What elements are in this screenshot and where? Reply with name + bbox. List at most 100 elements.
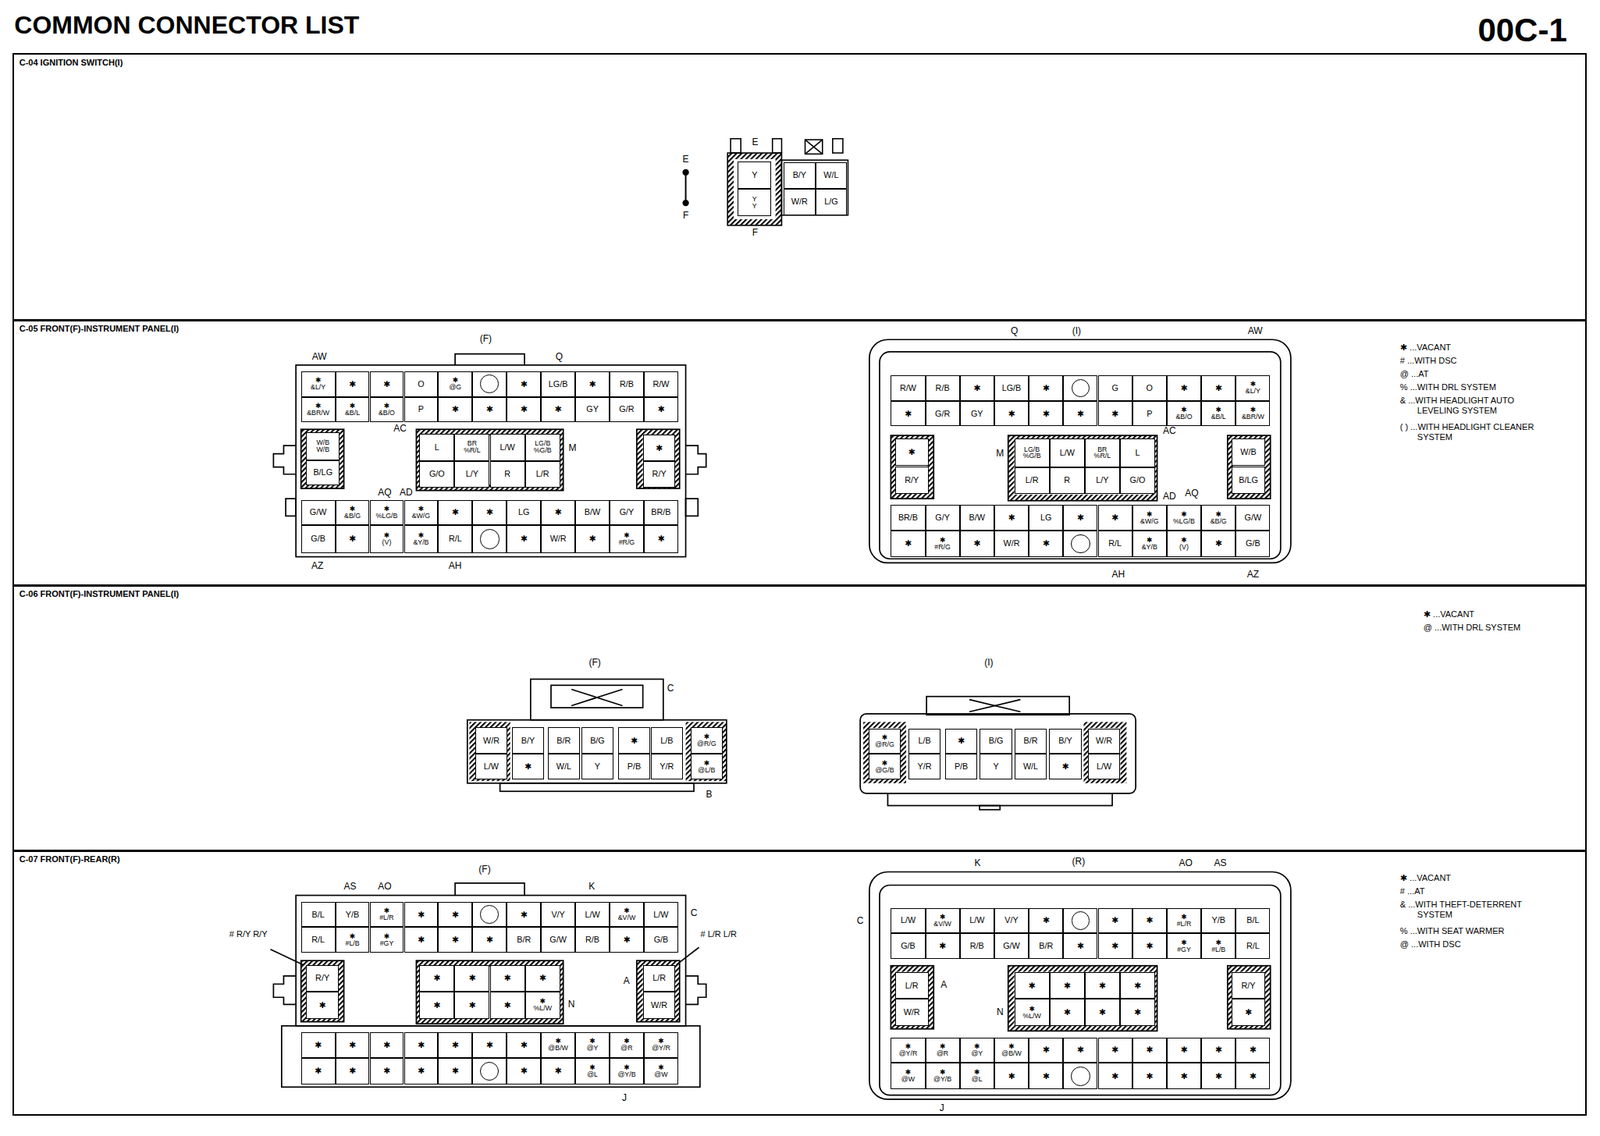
pin-cell: GY — [575, 397, 610, 424]
pin-cell: R/B — [575, 927, 610, 953]
pin-cell: G/O — [419, 461, 455, 488]
pin-cell: ✱ — [1048, 753, 1082, 780]
pin-cell: L/W — [1088, 753, 1121, 780]
pin-cell: ✱ #R/G — [609, 525, 644, 553]
pin-label: ✱ — [302, 1066, 335, 1076]
housing-base — [500, 783, 694, 792]
legend-note: & ...WITH HEADLIGHT AUTO LEVELING SYSTEM — [1400, 395, 1554, 416]
pin-label: ✱ — [896, 448, 928, 457]
callout-label: # R/Y R/Y — [226, 929, 267, 939]
pin-label: ✱ #L/B — [1201, 939, 1235, 954]
pin-cell: ✱ — [575, 525, 610, 553]
cavity-letter: F — [752, 228, 758, 239]
pin-cell: ✱ #R/G — [925, 530, 960, 558]
cavity-letter: E — [682, 155, 690, 166]
pin-label: L/Y — [455, 469, 489, 479]
pin-label: W/B — [1232, 448, 1265, 457]
pin-cell: L — [419, 433, 455, 462]
pin-cell: ✱ — [1166, 1063, 1202, 1090]
pin-label: ✱ #GY — [370, 933, 404, 948]
pin-cell: ✱ %LG/B — [1166, 504, 1202, 531]
pin-cell: ✱ @G — [437, 371, 473, 398]
cavity-letter: N — [568, 999, 576, 1010]
pin-cell: R/B — [925, 375, 960, 402]
pin-label: L/W — [960, 916, 994, 925]
pin-cell: ✱ @G/B — [868, 753, 902, 780]
cavity-letter: K — [974, 859, 981, 870]
pin-cell: B/Y — [1048, 728, 1082, 755]
pin-cell: V/Y — [994, 908, 1029, 935]
connector-panel: C-06 FRONT(F)-INSTRUMENT PANEL(I) — [12, 584, 1587, 853]
frame-outline — [727, 152, 782, 226]
pin-label: ✱ — [644, 534, 678, 544]
pin-cell: ✱ &L/Y — [301, 371, 336, 398]
pin-cell: Y/R — [908, 753, 942, 780]
legend-note: ✱ ...VACANT — [1400, 873, 1554, 884]
pin-cell: Y — [979, 753, 1013, 780]
pin-cell: ✱ @W — [643, 1058, 679, 1085]
frame-outline — [301, 429, 345, 489]
pin-cell: ✱ &B/L — [1201, 401, 1236, 427]
pin-cell: ✱ — [643, 397, 679, 424]
side-tab — [273, 445, 296, 475]
frame-outline — [416, 960, 563, 1024]
pin-label: ✱ — [1167, 384, 1201, 393]
pin-cell: B/R — [1014, 728, 1048, 755]
pin-label: ✱ (V) — [370, 532, 404, 547]
pin-label: ✱ — [1098, 409, 1132, 419]
pin-label: ✱ #L/R — [370, 907, 404, 922]
latch-housing — [530, 679, 664, 720]
cavity-letter: M — [995, 448, 1004, 459]
pin-label: ✱ — [405, 1066, 438, 1076]
pin-label: V/Y — [995, 916, 1028, 925]
pin-cell: LG/B %G/B — [525, 433, 561, 462]
pin-label: ✱ — [995, 1072, 1028, 1081]
c05-instrument-connector — [869, 339, 1291, 563]
pin-label: ✱ — [472, 935, 506, 945]
pin-label: ✱ — [438, 910, 472, 920]
pin-cell: ✱ — [335, 371, 370, 398]
pin-label: L/W — [1088, 762, 1120, 772]
pin-cell: ✱ — [369, 1058, 405, 1085]
pin-cell: R/W — [890, 375, 925, 402]
pin-label: O — [405, 380, 438, 389]
pin-cell: ✱ — [335, 1032, 370, 1059]
pin-label: ✱ — [507, 405, 541, 414]
hatched-frame — [640, 963, 677, 1020]
pin-label: LG/B — [541, 380, 575, 389]
pin-label: ✱ — [507, 910, 541, 920]
cavity-letter: AH — [1112, 570, 1126, 581]
pin-cell: ✱ — [540, 500, 576, 527]
pin-label: G/R — [610, 405, 644, 414]
panel-title: C-04 IGNITION SWITCH(I) — [19, 57, 124, 68]
cavity-letter: J — [622, 1094, 627, 1105]
pin-label: R — [1050, 476, 1085, 485]
pin-cell: ✱ — [506, 397, 541, 424]
pin-cell: O — [1132, 375, 1167, 402]
latch-cross — [571, 689, 623, 707]
pin-cell: Y/R — [650, 753, 683, 780]
pin-label: B/LG — [306, 468, 339, 477]
empty-cavity — [1063, 530, 1098, 558]
pin-cell: G/Y — [609, 500, 644, 527]
pin-cell: ✱ — [1028, 908, 1064, 935]
panel-title: C-07 FRONT(F)-REAR(R) — [19, 854, 121, 864]
housing-base — [979, 806, 1000, 811]
side-tab — [686, 976, 707, 1006]
pin-label: ✱ &W/G — [405, 505, 438, 520]
c06-instrument-connector — [860, 696, 1136, 811]
pin-cell: Y — [737, 161, 772, 189]
pin-label: W/R — [541, 534, 575, 544]
lock-cross — [805, 139, 823, 154]
legend-note: @ ...WITH DRL SYSTEM — [1423, 622, 1577, 633]
c06-front-connector — [467, 679, 727, 792]
pin-label: ✱ &B/L — [336, 402, 370, 417]
pin-label: L/B — [651, 736, 683, 746]
pin-label: ✱ — [1098, 916, 1132, 925]
cavity-letter: C — [667, 683, 675, 694]
pin-cell: L/W — [475, 753, 508, 780]
pin-cell: ✱ &W/G — [1132, 504, 1167, 531]
pin-cell: R — [1049, 467, 1085, 495]
pin-label: R/L — [1098, 539, 1132, 548]
